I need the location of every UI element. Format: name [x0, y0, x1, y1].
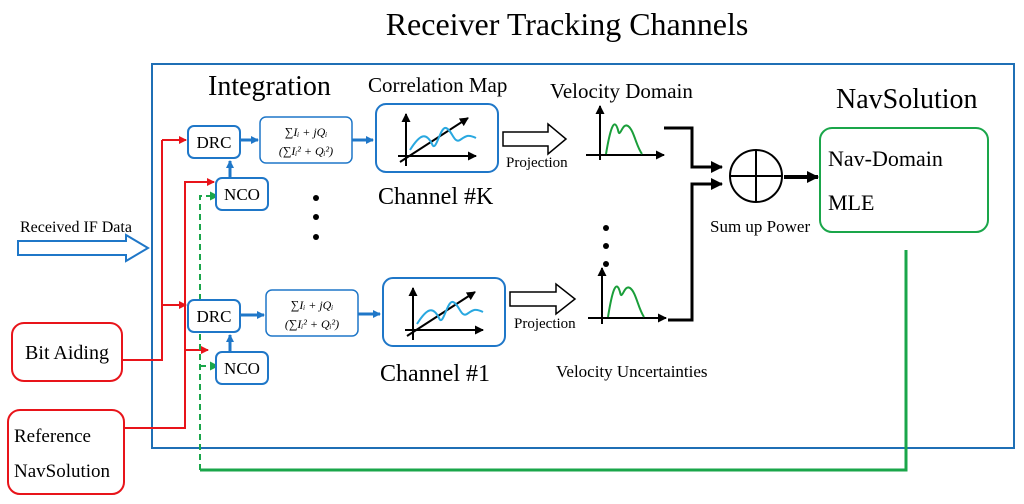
- channel-k: DRC NCO ∑Iᵢ + jQᵢ (∑Iᵢ² + Qᵢ²) Projectio…: [187, 103, 665, 211]
- formula-den-1: (∑Iᵢ² + Qᵢ²): [285, 317, 339, 331]
- channel-1-to-sum: [668, 178, 723, 322]
- reference-label-1: Reference: [14, 426, 91, 447]
- nav-domain-label: Nav-Domain: [828, 146, 943, 171]
- formula-den-k: (∑Iᵢ² + Qᵢ²): [279, 144, 333, 158]
- corr-map-plot-1: [405, 287, 484, 340]
- diagram-title: Receiver Tracking Channels: [386, 6, 749, 42]
- bit-aiding-box: [11, 322, 123, 382]
- nav-domain-box: [819, 127, 989, 233]
- drc-label-1: DRC: [197, 307, 232, 326]
- velocity-plot-1: [588, 267, 667, 324]
- reference-label-2: NavSolution: [14, 461, 111, 482]
- formula-num-k: ∑Iᵢ + jQᵢ: [285, 125, 328, 139]
- channel-ellipsis-right: [603, 225, 609, 267]
- velocity-domain-heading: Velocity Domain: [550, 79, 693, 103]
- nav-feedback-dashed: [199, 191, 219, 470]
- sum-node: [729, 149, 783, 203]
- corr-map-plot-k: [398, 113, 477, 166]
- projection-arrow-k: [502, 122, 568, 156]
- correlation-map-heading: Correlation Map: [368, 73, 507, 97]
- channel-ellipsis-left: [313, 195, 319, 240]
- sum-up-power-label: Sum up Power: [710, 217, 810, 236]
- nco-label-1: NCO: [224, 359, 260, 378]
- receiver-frame: [151, 63, 1015, 449]
- channel-1-label: Channel #1: [380, 361, 490, 387]
- velocity-uncertainties-label: Velocity Uncertainties: [556, 362, 708, 381]
- nav-feedback-line: [200, 250, 908, 472]
- received-if-arrow: [17, 233, 150, 263]
- nav-solution-heading: NavSolution: [836, 84, 978, 115]
- projection-label-1: Projection: [514, 316, 576, 332]
- bit-aiding-line: [122, 305, 163, 361]
- nco-box-1: [215, 351, 269, 385]
- bit-aiding-label: Bit Aiding: [25, 342, 109, 364]
- channel-k-to-sum: [664, 126, 723, 173]
- reference-line: [124, 178, 215, 429]
- velocity-plot-k: [586, 105, 665, 160]
- projection-arrow-1: [509, 282, 577, 316]
- received-if-label: Received IF Data: [20, 219, 132, 236]
- drc-box-k: [187, 125, 241, 159]
- formula-num-1: ∑Iᵢ + jQᵢ: [291, 298, 334, 312]
- projection-label-k: Projection: [506, 155, 568, 171]
- nco-box-k: [215, 177, 269, 211]
- reference-box: [7, 409, 125, 495]
- integration-heading: Integration: [208, 71, 331, 102]
- nco-label-k: NCO: [224, 185, 260, 204]
- mle-label: MLE: [828, 190, 874, 215]
- channel-k-label: Channel #K: [378, 184, 494, 210]
- drc-label-k: DRC: [197, 133, 232, 152]
- channel-1: DRC NCO ∑Iᵢ + jQᵢ (∑Iᵢ² + Qᵢ²) Projectio…: [187, 267, 667, 387]
